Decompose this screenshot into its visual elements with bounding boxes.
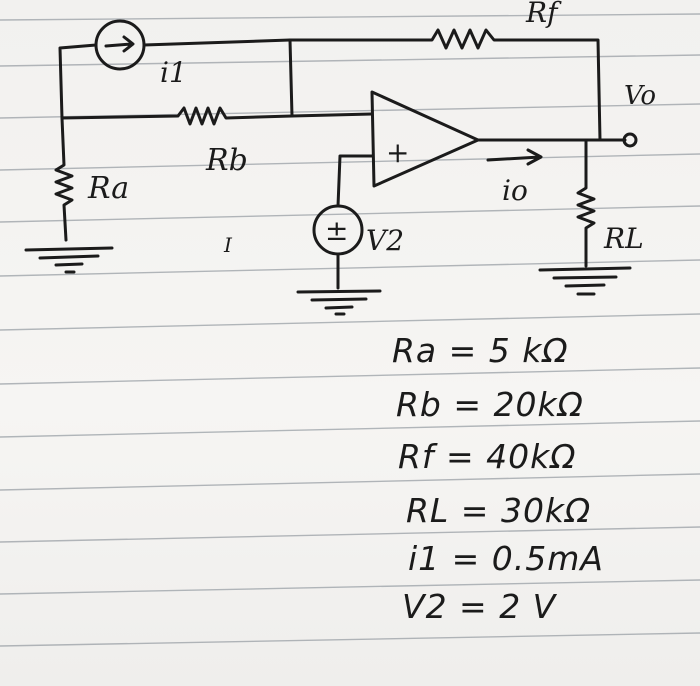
given-rb: Rb = 20kΩ: [396, 385, 584, 424]
resistor-ra: [54, 116, 74, 242]
resistor-rf: [288, 28, 602, 142]
opamp-plus-sign: +: [386, 136, 409, 169]
given-rf: Rf = 40kΩ: [398, 437, 577, 476]
given-rl: RL = 30kΩ: [406, 491, 592, 530]
ground-left: [24, 246, 114, 274]
resistor-rb: [60, 106, 294, 126]
given-i1: i1 = 0.5mA: [408, 539, 604, 578]
source-polarity-sign: ±: [325, 214, 348, 247]
label-v2: V2: [366, 224, 404, 257]
label-rb: Rb: [205, 143, 248, 178]
current-source-i1: [58, 19, 292, 120]
resistor-rl: [576, 138, 596, 268]
given-ra: Ra = 5 kΩ: [392, 331, 569, 370]
text-cursor-icon: I: [223, 233, 233, 257]
label-rf: Rf: [525, 0, 562, 29]
ground-right: [538, 266, 632, 296]
io-arrow: [486, 148, 543, 166]
voltage-source-v2: [312, 154, 374, 290]
ground-middle: [296, 289, 382, 316]
feedback-node-wire: [288, 38, 374, 118]
op-amp: [370, 90, 638, 188]
label-io: io: [502, 174, 528, 207]
given-v2: V2 = 2 V: [402, 587, 557, 626]
label-rl: RL: [603, 222, 644, 255]
label-i1: i1: [160, 56, 187, 89]
label-ra: Ra: [87, 171, 129, 206]
label-vo: Vo: [624, 81, 656, 111]
